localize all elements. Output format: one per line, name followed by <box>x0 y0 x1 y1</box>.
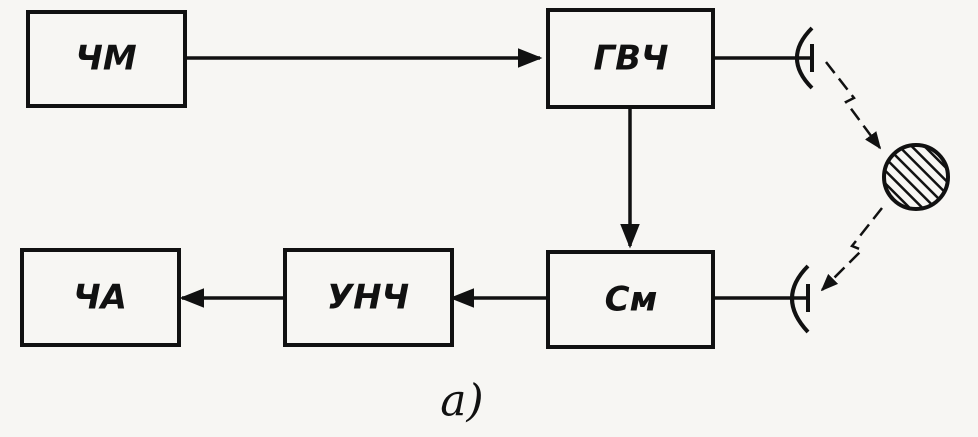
block-hf-generator-box <box>546 8 715 109</box>
block-hf-generator-label: ГВЧ <box>593 39 668 79</box>
block-fm: ЧМ <box>26 10 187 108</box>
block-lf-amplifier-box <box>283 248 454 347</box>
block-fm-label: ЧМ <box>75 39 136 79</box>
receive-antenna-icon <box>790 264 810 334</box>
target-icon <box>882 143 950 211</box>
transmit-antenna-icon <box>795 26 814 90</box>
block-frequency-meter-label: ЧА <box>73 278 127 318</box>
block-mixer: См <box>546 250 715 349</box>
block-lf-amplifier-label: УНЧ <box>327 278 409 318</box>
block-lf-amplifier: УНЧ <box>283 248 454 347</box>
block-frequency-meter: ЧА <box>20 248 181 347</box>
figure-caption: a) <box>440 376 483 427</box>
reflected-wave-arrow <box>820 207 883 292</box>
block-mixer-label: См <box>605 280 658 320</box>
block-frequency-meter-box <box>20 248 181 347</box>
incident-wave-arrow <box>825 61 882 150</box>
block-hf-generator: ГВЧ <box>546 8 715 109</box>
block-fm-box <box>26 10 187 108</box>
block-mixer-box <box>546 250 715 349</box>
